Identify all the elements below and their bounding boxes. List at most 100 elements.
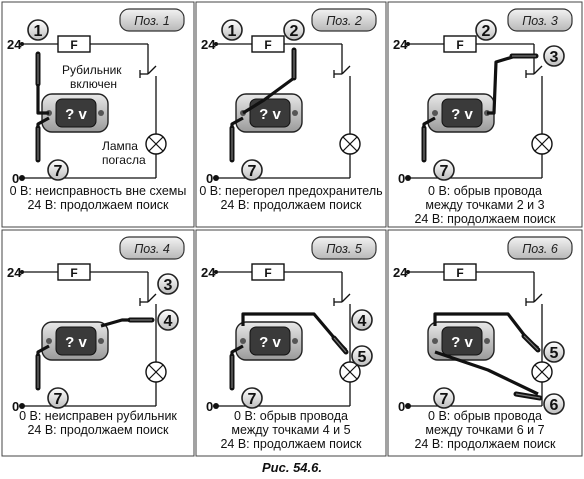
test-point-3: 3 bbox=[543, 45, 565, 67]
test-point-label: 7 bbox=[54, 163, 63, 180]
voltage-0-label: 0 bbox=[206, 171, 213, 186]
voltmeter-display bbox=[441, 326, 483, 356]
lamp-label-2: погасла bbox=[102, 153, 146, 167]
result-caption-line: 0 В: обрыв провода bbox=[234, 409, 348, 423]
voltmeter-terminal bbox=[292, 110, 298, 116]
switch bbox=[525, 65, 543, 90]
voltmeter: ? v bbox=[41, 321, 109, 361]
test-point-circle bbox=[27, 19, 49, 41]
test-point-circle bbox=[157, 309, 179, 331]
voltage-24-label: 24 bbox=[393, 37, 408, 52]
result-caption-line: 24 В: продолжаем поиск bbox=[414, 437, 556, 451]
switch bbox=[333, 65, 351, 90]
position-badge-box bbox=[119, 8, 185, 32]
test-point-5: 5 bbox=[351, 345, 373, 367]
voltmeter-terminal bbox=[46, 338, 52, 344]
voltmeter: ? v bbox=[41, 93, 109, 133]
lamp-label: Лампа bbox=[102, 139, 138, 153]
position-badge: Поз. 4 bbox=[119, 236, 185, 260]
voltmeter-label: ? v bbox=[451, 106, 473, 123]
fuse-label: F bbox=[456, 38, 463, 52]
position-badge-label: Поз. 5 bbox=[326, 242, 362, 256]
switch bbox=[333, 293, 351, 318]
ground-terminal bbox=[405, 175, 411, 181]
ground-terminal bbox=[213, 175, 219, 181]
supply-terminal bbox=[406, 42, 410, 46]
result-caption-line: 0 В: неисправность вне схемы bbox=[10, 184, 187, 198]
switch bbox=[139, 65, 157, 90]
result-caption-line: 0 В: обрыв провода bbox=[428, 409, 542, 423]
position-badge: Поз. 6 bbox=[507, 236, 573, 260]
test-point-label: 5 bbox=[550, 345, 559, 362]
position-badge: Поз. 2 bbox=[311, 8, 377, 32]
test-point-label: 1 bbox=[34, 23, 43, 40]
voltmeter-label: ? v bbox=[259, 334, 281, 351]
fuse-label: F bbox=[264, 38, 271, 52]
test-point-1: 1 bbox=[221, 19, 243, 41]
position-badge-box bbox=[507, 236, 573, 260]
fuse: F bbox=[443, 263, 477, 281]
fuse-label: F bbox=[456, 266, 463, 280]
test-point-circle bbox=[47, 387, 69, 409]
voltage-0-label: 0 bbox=[398, 399, 405, 414]
test-point-label: 7 bbox=[440, 391, 449, 408]
test-point-7: 7 bbox=[433, 159, 455, 181]
test-point-label: 3 bbox=[550, 49, 559, 66]
switch bbox=[139, 293, 157, 318]
position-badge-label: Поз. 3 bbox=[522, 14, 558, 28]
voltmeter-display bbox=[55, 98, 97, 128]
probe-lead bbox=[242, 76, 295, 115]
test-point-label: 1 bbox=[228, 23, 237, 40]
probe-highlight bbox=[333, 337, 347, 353]
fuse: F bbox=[443, 35, 477, 53]
test-point-4: 4 bbox=[157, 309, 179, 331]
probe-highlight bbox=[523, 335, 539, 351]
test-point-5: 5 bbox=[543, 341, 565, 363]
supply-terminal bbox=[214, 42, 218, 46]
voltage-24-label: 24 bbox=[7, 37, 22, 52]
fuse: F bbox=[57, 263, 91, 281]
position-badge: Поз. 3 bbox=[507, 8, 573, 32]
test-point-circle bbox=[543, 341, 565, 363]
test-point-3: 3 bbox=[157, 273, 179, 295]
position-badge: Поз. 5 bbox=[311, 236, 377, 260]
test-point-label: 3 bbox=[164, 277, 173, 294]
test-point-label: 2 bbox=[482, 23, 491, 40]
test-point-7: 7 bbox=[47, 387, 69, 409]
ground-terminal bbox=[213, 403, 219, 409]
voltmeter: ? v bbox=[427, 93, 495, 133]
test-point-label: 7 bbox=[248, 391, 257, 408]
test-point-circle bbox=[241, 387, 263, 409]
voltage-0-label: 0 bbox=[12, 399, 19, 414]
fuse-label: F bbox=[70, 38, 77, 52]
supply-terminal bbox=[214, 270, 218, 274]
test-point-6: 6 bbox=[543, 393, 565, 415]
test-point-7: 7 bbox=[241, 159, 263, 181]
result-caption-line: 0 В: перегорел предохранитель bbox=[199, 184, 382, 198]
result-caption-line: между точками 2 и 3 bbox=[425, 198, 544, 212]
test-point-label: 7 bbox=[440, 163, 449, 180]
test-point-1: 1 bbox=[27, 19, 49, 41]
lamp-icon bbox=[145, 361, 167, 383]
fuse: F bbox=[251, 35, 285, 53]
result-caption-line: 0 В: неисправен рубильник bbox=[19, 409, 177, 423]
test-point-circle bbox=[221, 19, 243, 41]
test-point-circle bbox=[433, 159, 455, 181]
position-badge-box bbox=[311, 8, 377, 32]
voltmeter-label: ? v bbox=[65, 106, 87, 123]
test-point-circle bbox=[351, 309, 373, 331]
test-point-label: 5 bbox=[358, 349, 367, 366]
supply-terminal bbox=[20, 270, 24, 274]
result-caption-line: 24 В: продолжаем поиск bbox=[220, 437, 362, 451]
lamp-icon bbox=[531, 133, 553, 155]
fuse-label: F bbox=[264, 266, 271, 280]
result-caption-line: 24 В: продолжаем поиск bbox=[27, 423, 169, 437]
result-caption-line: между точками 6 и 7 bbox=[425, 423, 544, 437]
test-point-circle bbox=[351, 345, 373, 367]
voltmeter-label: ? v bbox=[451, 334, 473, 351]
